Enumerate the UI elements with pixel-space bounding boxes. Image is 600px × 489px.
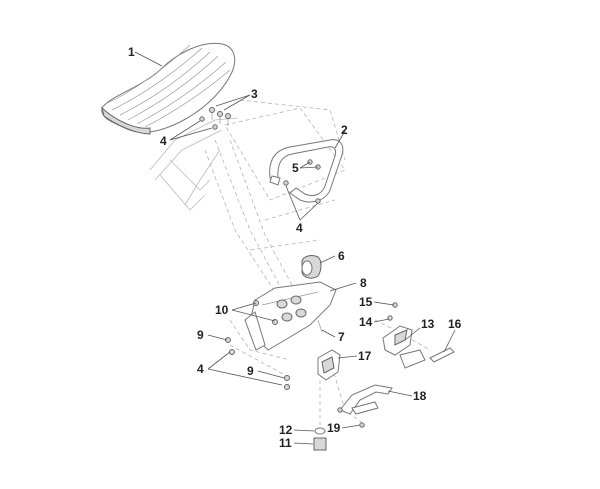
- callout-6: 6: [338, 249, 345, 263]
- cap-part: [301, 255, 322, 279]
- callout-17: 17: [358, 349, 372, 363]
- fastener-group-top: [199, 107, 321, 204]
- callout-9-left: 9: [197, 328, 204, 342]
- callout-7: 7: [338, 330, 345, 344]
- callout-19: 19: [327, 421, 341, 435]
- callout-11: 11: [279, 436, 292, 450]
- support-bracket-part: [339, 384, 393, 415]
- callout-15: 15: [359, 295, 373, 309]
- callout-3: 3: [251, 87, 258, 101]
- callout-labels: 1 3 4 2 5 4 6 8 10 7 9 4 9 15 14 13 16 1…: [128, 45, 462, 450]
- callout-4-bottom: 4: [197, 362, 204, 376]
- callout-13: 13: [421, 317, 435, 331]
- callout-18: 18: [413, 389, 427, 403]
- callout-14: 14: [359, 315, 373, 329]
- callout-2: 2: [341, 123, 348, 137]
- callout-12: 12: [279, 423, 293, 437]
- subframe-outline: [149, 117, 239, 211]
- callout-8: 8: [360, 276, 367, 290]
- callout-5: 5: [292, 161, 299, 175]
- leader-lines: [134, 51, 456, 445]
- seat-part: [101, 42, 236, 135]
- callout-1: 1: [128, 45, 135, 59]
- callout-16: 16: [448, 317, 462, 331]
- callout-10: 10: [215, 303, 229, 317]
- callout-4-rail: 4: [296, 221, 303, 235]
- callout-4-top: 4: [160, 134, 167, 148]
- grab-rail-part: [269, 139, 344, 203]
- rear-tray-part: [244, 281, 337, 351]
- licence-bracket-part: [382, 302, 455, 369]
- callout-9-bottom: 9: [247, 364, 254, 378]
- light-bracket-part: [317, 349, 341, 381]
